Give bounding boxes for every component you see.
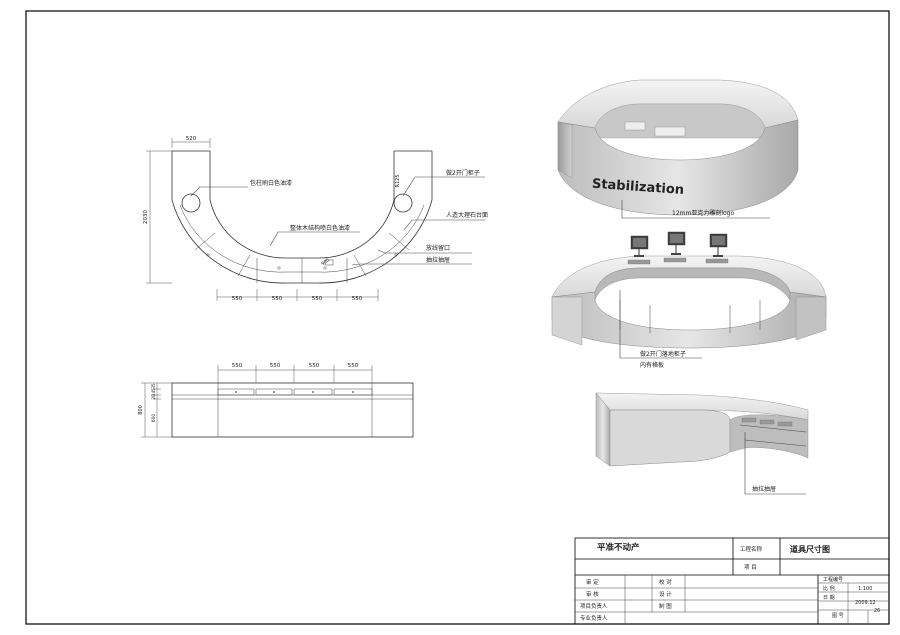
elev-dim-side-part-2: 20 <box>151 394 156 400</box>
render-logo-label: 12mm亚克力雕刻logo <box>672 209 734 217</box>
plan-label-cable-port: 放线留口 <box>426 244 450 252</box>
plan-dim-bottom-3: 550 <box>312 296 323 302</box>
monitor-icon <box>630 235 649 257</box>
tb-date-value: 2009.12 <box>855 600 876 606</box>
tb-row-left-1: 审 定 <box>586 578 599 586</box>
plan-column-left <box>181 193 201 213</box>
plan-dim-bottom-2: 550 <box>272 296 283 302</box>
render-drawer-label: 抽拉抽屉 <box>752 485 776 493</box>
render-logo-text: Stabilization <box>591 177 684 198</box>
render-cabinet-label-1: 做2开门落地柜子 <box>640 350 686 358</box>
plan-label-marble-top: 人造大理石台面 <box>446 211 488 219</box>
tb-row-mid-2: 设 计 <box>659 590 672 598</box>
elev-dim-top-3: 550 <box>309 363 320 369</box>
plan-dim-bottom-4: 550 <box>352 296 363 302</box>
tb-row-left-4: 专业负责人 <box>580 614 608 622</box>
plan-dim-bottom-1: 550 <box>232 296 243 302</box>
tb-sheet-value: 26 <box>874 608 880 614</box>
elev-dim-side-total: 800 <box>138 405 144 415</box>
tb-scale-label: 比 例 <box>823 585 835 592</box>
tb-date-label: 日 期 <box>823 595 835 601</box>
elev-dim-top-2: 550 <box>270 363 281 369</box>
tb-row-left-2: 审 核 <box>586 590 599 598</box>
elev-dim-top-4: 550 <box>348 363 359 369</box>
plan-dim-inner: 900 <box>320 257 331 267</box>
tb-project-name-label: 工程名称 <box>740 545 763 553</box>
monitor-icon <box>709 233 728 257</box>
elevation-outline <box>171 382 414 438</box>
plan-label-drawer: 抽拉抽屉 <box>426 256 450 264</box>
title-block: 平准不动产 工程名称 道具尺寸图 项 目 审 定 审 核 项目负责人 专业负责人… <box>574 537 890 625</box>
elev-dim-side-part-1: 600 <box>151 414 157 423</box>
render-logo-desk: Stabilization 12mm亚克力雕刻logo <box>557 79 799 219</box>
plan-label-structure-paint: 整体木结构喷白色油漆 <box>290 224 350 232</box>
elev-dim-side-part-4: 35 <box>151 383 156 389</box>
tb-row-mid-1: 校 对 <box>659 578 672 586</box>
tb-project-no-label: 工程编号 <box>823 576 843 583</box>
sheet-frame <box>25 10 890 625</box>
plan-dim-top: 520 <box>186 136 197 142</box>
tb-scale-value: 1:100 <box>858 586 872 592</box>
plan-label-column-paint: 包柱刷白色油漆 <box>250 179 292 187</box>
render-monitor-desk: 做2开门落地柜子 内有格板 <box>551 231 827 369</box>
tb-company: 平准不动产 <box>597 542 640 553</box>
plan-label-door-column: 做2开门柜子 <box>446 169 480 177</box>
plan-dim-radius: R125 <box>395 174 401 187</box>
render-cabinet-label-2: 内有格板 <box>640 361 664 369</box>
elev-dim-side-part-3: 145 <box>151 388 156 396</box>
plan-column-right <box>393 193 413 213</box>
monitor-icon <box>667 231 686 255</box>
tb-row-mid-3: 制 图 <box>659 602 672 610</box>
plan-dim-side: 2030 <box>143 210 149 224</box>
tb-drawing-title: 道具尺寸图 <box>790 544 830 554</box>
tb-item-label: 项 目 <box>744 564 757 571</box>
elevation-view: 550 550 550 550 800 600 20 145 35 <box>138 363 414 438</box>
elev-dim-top-1: 550 <box>232 363 243 369</box>
tb-row-left-3: 项目负责人 <box>580 602 608 610</box>
plan-view: 520 2030 R125 900 550 550 550 550 包柱刷白色油… <box>143 136 488 302</box>
plan-inner-outline <box>172 150 432 259</box>
render-drawer-detail: 抽拉抽屉 <box>595 392 809 495</box>
tb-sheet-label: 图 号 <box>832 613 844 619</box>
